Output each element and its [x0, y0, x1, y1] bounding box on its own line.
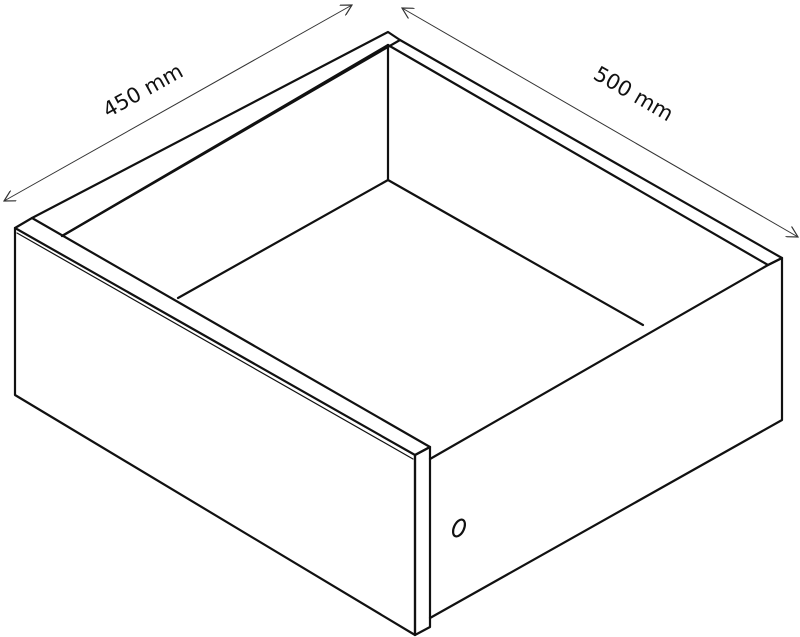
front-panel: [13, 226, 417, 637]
drawer-box: [13, 30, 784, 637]
floor-right-edge: [386, 178, 645, 327]
front-panel-top-edge: [13, 216, 432, 457]
front-panel-bevel: [16, 232, 414, 460]
depth-label: 500 mm: [590, 62, 678, 127]
floor-left-edge: [176, 178, 390, 300]
front-panel-side: [413, 445, 432, 637]
right-side-rail: [386, 38, 784, 267]
dimension-depth: 500 mm: [402, 8, 798, 237]
right-side-panel: [428, 256, 784, 620]
width-label: 450 mm: [99, 59, 187, 122]
dimension-arrow-depth: [402, 8, 798, 237]
knob-hole: [451, 518, 467, 538]
dimension-arrow-width: [4, 5, 352, 201]
dimension-width: 450 mm: [4, 5, 352, 201]
back-left-edge: [60, 43, 390, 238]
